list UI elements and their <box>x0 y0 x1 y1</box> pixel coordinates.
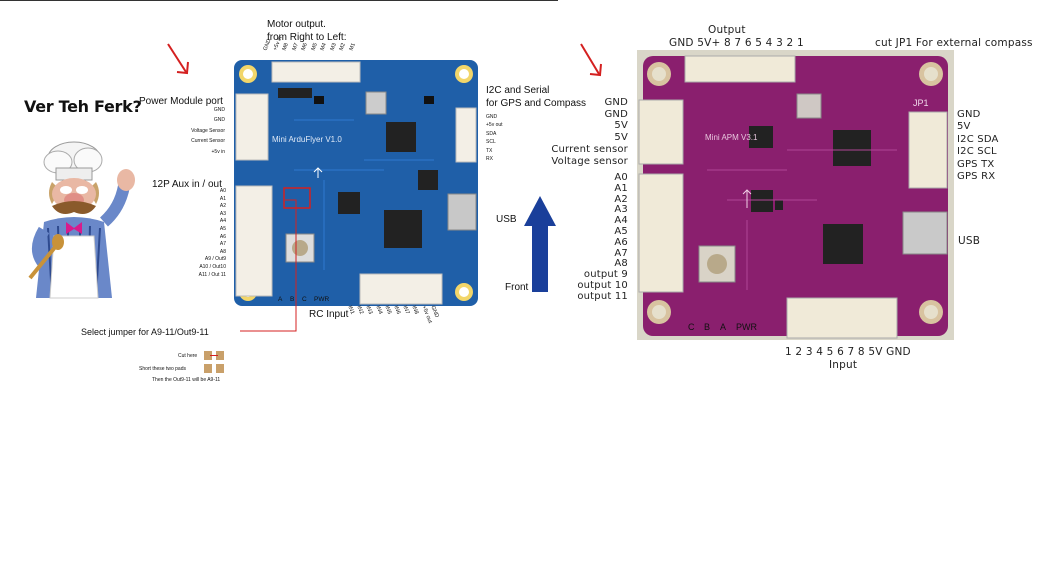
short-pad-left <box>204 364 212 373</box>
output-pins: GND 5V+ 8 7 6 5 4 3 2 1 <box>669 37 804 49</box>
i2c-title-line1: I2C and Serial <box>486 85 550 96</box>
right-aux-pin-9: output 9 <box>583 269 628 281</box>
blue-abc-pin-1: B <box>290 296 295 303</box>
right-aux-pin-8: A8 <box>614 258 628 270</box>
red-arrow-icon-2 <box>580 43 602 77</box>
right-usb-label: USB <box>958 235 981 247</box>
short-pad-icon <box>204 364 224 373</box>
right-aux-pin-11: output 11 <box>577 290 628 302</box>
short-pad-right <box>216 364 224 373</box>
input-title: Input <box>829 359 858 371</box>
purple-abc-pin-2: A <box>720 322 727 332</box>
right-left-pin-1: GND <box>604 108 628 120</box>
power-module-title: Power Module port <box>139 96 223 107</box>
i2c-pin-0: GND <box>486 114 498 120</box>
cut-pad-icon <box>204 351 224 360</box>
output-title: Output <box>708 24 746 36</box>
right-aux-pin-2: A2 <box>614 193 628 205</box>
aux-pin-11: A11 / Out 11 <box>198 271 226 278</box>
jumper-label: Select jumper for A9-11/Out9-11 <box>81 327 209 337</box>
cut-mark <box>210 355 218 356</box>
power-pin-0: GND <box>213 107 225 113</box>
cut-jp1-note: cut JP1 For external compass <box>875 37 1033 49</box>
input-pins: 1 2 3 4 5 6 7 8 5V GND <box>785 346 911 358</box>
i2c-pin-2: SDA <box>486 130 497 137</box>
right-aux-pin-3: A3 <box>614 204 628 216</box>
right-aux-pin-10: output 10 <box>577 280 628 291</box>
jp1-label: JP1 <box>913 98 929 108</box>
aux-pin-7: A7 <box>219 241 226 248</box>
then-note-label: Then the Out9-11 will be A9-11 <box>152 377 221 383</box>
i2c-pin-1: +5v out <box>486 122 503 129</box>
purple-abc-pin-0: C <box>688 322 695 332</box>
blue-abc-pin-2: C <box>302 296 307 303</box>
cut-here-label: Cut here <box>178 353 198 359</box>
cut-pad-right <box>216 351 224 360</box>
aux-pin-1: A1 <box>219 195 226 202</box>
front-arrow-icon <box>524 196 556 292</box>
aux-pin-8: A8 <box>219 248 226 255</box>
jumper-leader-line <box>240 199 297 332</box>
left-usb-label: USB <box>496 214 517 225</box>
rc-input-title: RC Input <box>309 309 349 320</box>
i2c-pin-3: SCL <box>486 139 496 146</box>
right-left-pin-3: 5V <box>614 132 628 144</box>
meme-caption: Ver Teh Ferk? <box>24 97 142 116</box>
i2c-title-line2: for GPS and Compass <box>486 98 587 109</box>
top-rule <box>0 0 558 1</box>
aux-pin-6: A6 <box>219 233 226 240</box>
aux-pin-9: A9 / Out9 <box>204 256 226 263</box>
power-pin-4: +5v in <box>211 148 225 155</box>
right-left-pin-0: GND <box>604 97 628 108</box>
purple-abc-pin-1: B <box>704 322 711 332</box>
right-right-pin-0: GND <box>957 109 981 120</box>
right-left-pin-5: Voltage sensor <box>551 155 628 167</box>
right-left-pin-4: Current sensor <box>551 143 628 155</box>
blue-abc-pin-0: A <box>278 296 283 303</box>
purple-board-name: Mini APM V3.1 <box>705 133 758 142</box>
power-pin-3: Current Sensor <box>191 138 225 145</box>
right-right-pin-5: GPS RX <box>957 171 996 182</box>
right-right-pin-1: 5V <box>957 121 971 133</box>
front-label: Front <box>505 282 529 293</box>
blue-abc-pin-3: PWR <box>314 296 330 303</box>
right-left-pin-2: 5V <box>614 120 628 132</box>
motor-output-title: Motor output. from Right to Left: <box>267 18 346 44</box>
power-pin-2: Voltage Sensor <box>191 127 225 134</box>
mini-arduflyer-board: Mini ArduFlyer V1.0 <box>234 60 478 306</box>
i2c-pin-5: RX <box>486 156 493 162</box>
right-aux-pin-0: A0 <box>614 172 628 183</box>
aux-pin-2: A2 <box>219 203 226 210</box>
aux-pin-4: A4 <box>219 218 226 225</box>
short-pads-label: Short these two pads <box>139 366 186 372</box>
right-aux-pin-6: A6 <box>614 236 628 248</box>
right-right-pin-4: GPS TX <box>957 158 995 170</box>
right-aux-pin-5: A5 <box>614 226 628 237</box>
aux-pin-3: A3 <box>219 210 226 217</box>
aux-pin-0: A0 <box>219 188 226 194</box>
red-arrow-icon <box>167 43 189 75</box>
purple-abc-pin-3: PWR <box>736 322 757 332</box>
aux-title: 12P Aux in / out <box>152 179 222 190</box>
i2c-pin-4: TX <box>486 147 493 154</box>
aux-pin-10: A10 / Out10 <box>199 264 226 270</box>
right-right-pin-2: I2C SDA <box>957 133 999 145</box>
aux-pin-5: A5 <box>219 226 226 232</box>
motor-output-title-line2: from Right to Left: <box>267 32 347 43</box>
right-aux-pin-7: A7 <box>614 247 628 259</box>
cut-pad-left <box>204 351 212 360</box>
i2c-title: I2C and Serial for GPS and Compass <box>486 84 586 110</box>
power-pin-1: GND <box>213 117 225 124</box>
blue-board-name: Mini ArduFlyer V1.0 <box>272 135 342 144</box>
right-aux-pin-1: A1 <box>614 182 628 194</box>
right-right-pin-3: I2C SCL <box>957 146 997 158</box>
mini-apm-board: Mini APM V3.1 JP1 <box>637 50 954 340</box>
motor-output-title-line1: Motor output. <box>267 19 326 30</box>
chef-cartoon-icon <box>28 141 135 299</box>
right-aux-pin-4: A4 <box>614 215 628 227</box>
